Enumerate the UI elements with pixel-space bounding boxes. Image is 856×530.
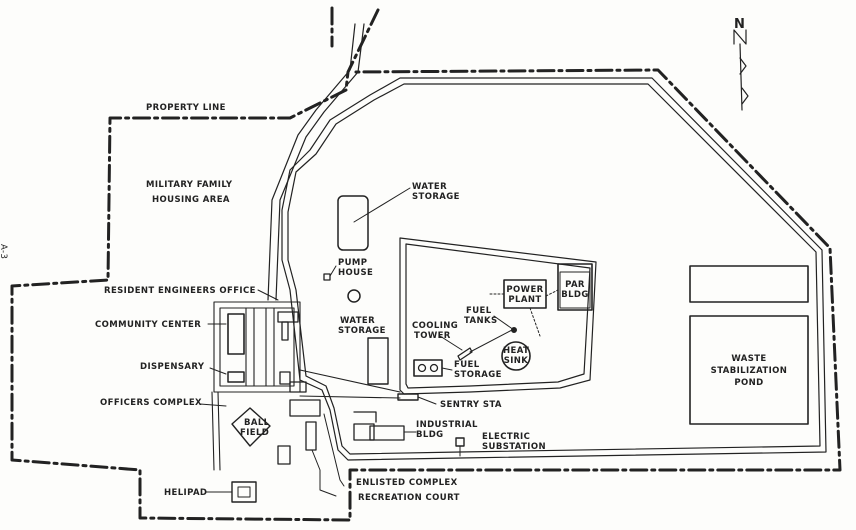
industrial-bldg-label-1: INDUSTRIAL (416, 420, 478, 430)
waste-pond-label-2: STABILIZATION (710, 366, 788, 376)
water-storage-south-label-2: STORAGE (338, 326, 386, 336)
military-family-label: MILITARY FAMILY (146, 180, 233, 190)
sentry-sta-label: SENTRY STA (440, 400, 502, 410)
fuel-storage-label-1: FUEL (454, 360, 480, 370)
north-arrow (733, 29, 749, 111)
community-center-label: COMMUNITY CENTER (95, 320, 202, 330)
heat-sink-label-1: HEAT (503, 346, 530, 356)
approach-road (267, 23, 365, 301)
dispensary-building (227, 371, 245, 383)
pump-house-label-2: HOUSE (338, 268, 374, 278)
ball-field-label-2: FIELD (240, 428, 270, 438)
par-building (557, 263, 593, 311)
waste-pond-upper (689, 265, 809, 303)
security-road (399, 237, 597, 395)
pump-house-label-1: PUMP (338, 258, 368, 268)
par-bldg-label-1: PAR (565, 280, 585, 290)
perimeter-road (281, 77, 827, 461)
water-storage-north-label-1: WATER (412, 182, 448, 192)
recreation-court-label: RECREATION COURT (358, 493, 460, 503)
waste-pond-lower (689, 315, 809, 425)
enlisted-complex-label: ENLISTED COMPLEX (356, 478, 458, 488)
dispensary-label: DISPENSARY (140, 362, 205, 372)
power-plant-label-1: POWER (506, 285, 544, 295)
enlisted-complex (289, 399, 321, 417)
heat-sink-label-2: SINK (503, 356, 529, 366)
cooling-tower-label-1: COOLING (412, 321, 459, 331)
par-bldg-label-2: BLDG (561, 290, 589, 300)
fuel-tanks-label-2: TANKS (464, 316, 498, 326)
water-storage-north (337, 195, 369, 251)
waste-pond-label-3: POND (734, 378, 764, 388)
water-storage-north-label-2: STORAGE (412, 192, 460, 202)
water-storage-south-label-1: WATER (340, 316, 376, 326)
fuel-tanks-label-1: FUEL (466, 306, 492, 316)
resident-engineers-office-label: RESIDENT ENGINEERS OFFICE (104, 286, 256, 296)
water-storage-tank (347, 289, 361, 303)
electric-substation-label-2: SUBSTATION (482, 442, 546, 452)
north-arrow-label: N (734, 17, 746, 32)
property-line-label: PROPERTY LINE (146, 103, 226, 113)
power-plant-label-2: PLANT (508, 295, 542, 305)
ball-field-label-1: BALL (244, 418, 270, 428)
officers-complex-label: OFFICERS COMPLEX (100, 398, 202, 408)
community-center-building (227, 313, 245, 355)
helipad-label: HELIPAD (164, 488, 208, 498)
electric-substation-label-1: ELECTRIC (482, 432, 531, 442)
page-number: A-3 (0, 244, 8, 260)
industrial-bldg-label-2: BLDG (416, 430, 444, 440)
helipad (231, 481, 257, 503)
pump-house (323, 273, 331, 281)
ball-field (231, 407, 271, 447)
property-line (10, 6, 842, 522)
housing-area-label: HOUSING AREA (152, 195, 230, 205)
cantonment-roads (211, 301, 401, 471)
heat-sink (501, 341, 531, 371)
water-storage-south (367, 337, 389, 385)
industrial-building (353, 423, 375, 441)
sentry-station (397, 393, 419, 401)
fuel-storage-label-2: STORAGE (454, 370, 502, 380)
waste-pond-label-1: WASTE (731, 354, 767, 364)
cooling-tower-label-2: TOWER (414, 331, 451, 341)
electric-substation (455, 437, 465, 447)
cooling-tower (457, 347, 473, 361)
